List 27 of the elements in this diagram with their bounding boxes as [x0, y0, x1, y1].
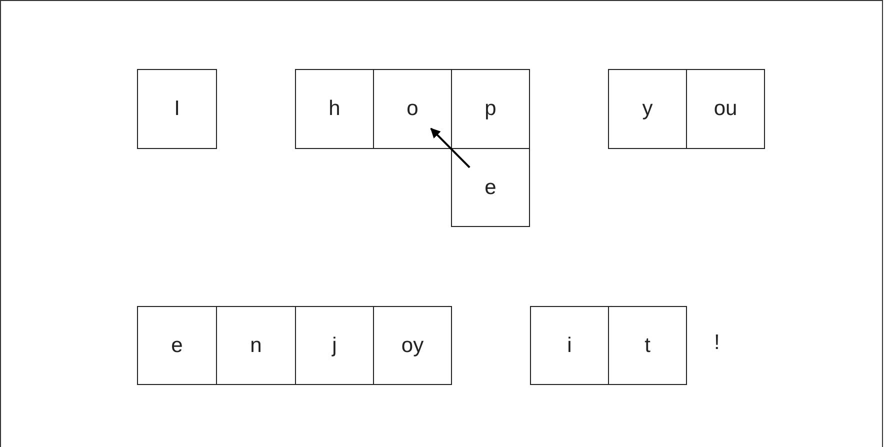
letter-text: y	[642, 97, 653, 121]
letter-box	[295, 306, 374, 385]
exclamation-mark: !	[714, 331, 720, 355]
letter-box	[216, 306, 296, 385]
letter-box	[608, 69, 687, 149]
letter-box	[137, 306, 217, 385]
letter-text: e	[171, 334, 183, 358]
letter-box	[373, 69, 452, 149]
letter-box	[451, 148, 530, 227]
letter-text: e	[484, 176, 496, 200]
letter-text: n	[250, 334, 262, 358]
letter-box	[295, 69, 374, 149]
letter-text: t	[644, 334, 650, 358]
letter-box	[686, 69, 765, 149]
letter-text: j	[332, 334, 337, 358]
letter-box	[451, 69, 530, 149]
letter-text: i	[567, 334, 572, 358]
letter-text: p	[484, 97, 496, 121]
letter-box	[530, 306, 609, 385]
letter-text: h	[328, 97, 340, 121]
letter-text: o	[406, 97, 418, 121]
letter-text: ou	[714, 97, 738, 121]
letter-box	[608, 306, 687, 385]
letter-text: oy	[401, 334, 424, 358]
letter-text: I	[174, 97, 180, 121]
letter-box	[137, 69, 217, 149]
letter-box	[373, 306, 452, 385]
